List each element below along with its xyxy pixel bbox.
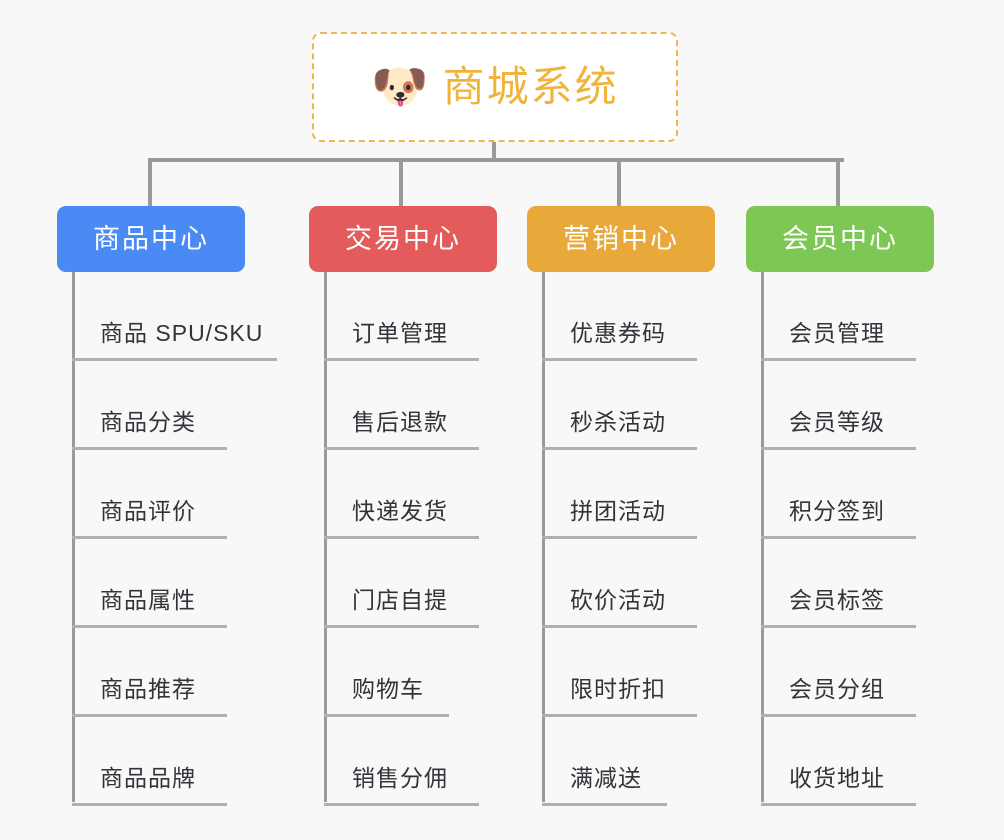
branch-column-marketing-center: 营销中心优惠券码秒杀活动拼团活动砍价活动限时折扣满减送 [527,206,737,806]
category-header-product-center[interactable]: 商品中心 [57,206,245,272]
connector-root-stem [492,142,496,162]
leaf-item-underline [72,803,227,806]
leaf-item[interactable]: 秒杀活动 [542,361,737,450]
leaf-item[interactable]: 快递发货 [324,450,519,539]
leaf-item-underline [324,625,479,628]
leaf-item-underline [761,714,916,717]
leaf-item-label: 收货地址 [789,765,885,791]
leaf-item-underline [72,714,227,717]
leaf-item-underline [72,358,277,361]
leaf-item[interactable]: 商品 SPU/SKU [72,272,287,361]
root-node[interactable]: 🐶 商城系统 [312,32,678,142]
leaf-item-underline [324,803,479,806]
leaf-list-trade-center: 订单管理售后退款快递发货门店自提购物车销售分佣 [324,272,519,806]
leaf-list-product-center: 商品 SPU/SKU 商品分类商品评价商品属性商品推荐商品品牌 [72,272,287,806]
leaf-item[interactable]: 商品评价 [72,450,287,539]
leaf-item-underline [542,714,697,717]
leaf-item[interactable]: 商品品牌 [72,717,287,806]
leaf-item-label: 商品 SPU/SKU [100,320,264,346]
connector-drop-marketing-center [617,158,621,208]
leaf-item-underline [542,803,667,806]
leaf-item-label: 会员等级 [789,409,885,435]
leaf-item-label: 门店自提 [352,587,448,613]
category-header-marketing-center[interactable]: 营销中心 [527,206,715,272]
leaf-item[interactable]: 商品分类 [72,361,287,450]
leaf-item-label: 商品分类 [100,409,196,435]
leaf-item-underline [761,536,916,539]
leaf-item-label: 销售分佣 [352,765,448,791]
leaf-item[interactable]: 拼团活动 [542,450,737,539]
connector-drop-member-center [836,158,840,208]
leaf-item-underline [542,358,697,361]
leaf-item[interactable]: 商品属性 [72,539,287,628]
leaf-item-underline [72,536,227,539]
leaf-list-marketing-center: 优惠券码秒杀活动拼团活动砍价活动限时折扣满减送 [542,272,737,806]
leaf-item[interactable]: 优惠券码 [542,272,737,361]
leaf-item-underline [324,447,479,450]
leaf-item[interactable]: 满减送 [542,717,737,806]
leaf-list-member-center: 会员管理会员等级积分签到会员标签会员分组收货地址 [761,272,956,806]
branch-column-member-center: 会员中心会员管理会员等级积分签到会员标签会员分组收货地址 [746,206,956,806]
leaf-item-label: 会员管理 [789,320,885,346]
leaf-item-underline [324,536,479,539]
leaf-item-label: 商品推荐 [100,676,196,702]
leaf-item[interactable]: 门店自提 [324,539,519,628]
leaf-item-underline [324,358,479,361]
leaf-item-underline [324,714,449,717]
leaf-item-label: 商品评价 [100,498,196,524]
branch-column-trade-center: 交易中心订单管理售后退款快递发货门店自提购物车销售分佣 [309,206,519,806]
leaf-item[interactable]: 订单管理 [324,272,519,361]
leaf-item-underline [542,536,697,539]
leaf-item[interactable]: 会员标签 [761,539,956,628]
leaf-item-label: 会员分组 [789,676,885,702]
leaf-item-underline [72,625,227,628]
leaf-item[interactable]: 会员管理 [761,272,956,361]
leaf-item-underline [72,447,227,450]
leaf-item-label: 秒杀活动 [570,409,666,435]
shiba-dog-face-icon: 🐶 [371,60,429,112]
connector-drop-product-center [148,158,152,208]
leaf-item-label: 优惠券码 [570,320,666,346]
leaf-item-label: 商品品牌 [100,765,196,791]
leaf-item-label: 砍价活动 [570,587,666,613]
leaf-item-underline [542,625,697,628]
leaf-item-label: 满减送 [570,765,642,791]
leaf-item-underline [761,447,916,450]
leaf-item-label: 订单管理 [352,320,448,346]
leaf-item[interactable]: 会员等级 [761,361,956,450]
leaf-item[interactable]: 销售分佣 [324,717,519,806]
leaf-item[interactable]: 限时折扣 [542,628,737,717]
leaf-item[interactable]: 售后退款 [324,361,519,450]
branch-column-product-center: 商品中心商品 SPU/SKU 商品分类商品评价商品属性商品推荐商品品牌 [57,206,287,806]
leaf-item-label: 限时折扣 [570,676,666,702]
leaf-item-underline [542,447,697,450]
leaf-item-label: 会员标签 [789,587,885,613]
leaf-item-underline [761,803,916,806]
leaf-item-underline [761,625,916,628]
leaf-item[interactable]: 积分签到 [761,450,956,539]
category-header-member-center[interactable]: 会员中心 [746,206,934,272]
leaf-item[interactable]: 购物车 [324,628,519,717]
root-title: 商城系统 [442,63,619,110]
connector-trunk [148,158,844,162]
leaf-item-label: 积分签到 [789,498,885,524]
leaf-item[interactable]: 商品推荐 [72,628,287,717]
leaf-item[interactable]: 收货地址 [761,717,956,806]
category-header-trade-center[interactable]: 交易中心 [309,206,497,272]
leaf-item-label: 售后退款 [352,409,448,435]
leaf-item-label: 购物车 [352,676,424,702]
leaf-item-label: 快递发货 [352,498,448,524]
leaf-item-label: 商品属性 [100,587,196,613]
leaf-item-label: 拼团活动 [570,498,666,524]
leaf-item-underline [761,358,916,361]
leaf-item[interactable]: 会员分组 [761,628,956,717]
connector-drop-trade-center [399,158,403,208]
leaf-item[interactable]: 砍价活动 [542,539,737,628]
